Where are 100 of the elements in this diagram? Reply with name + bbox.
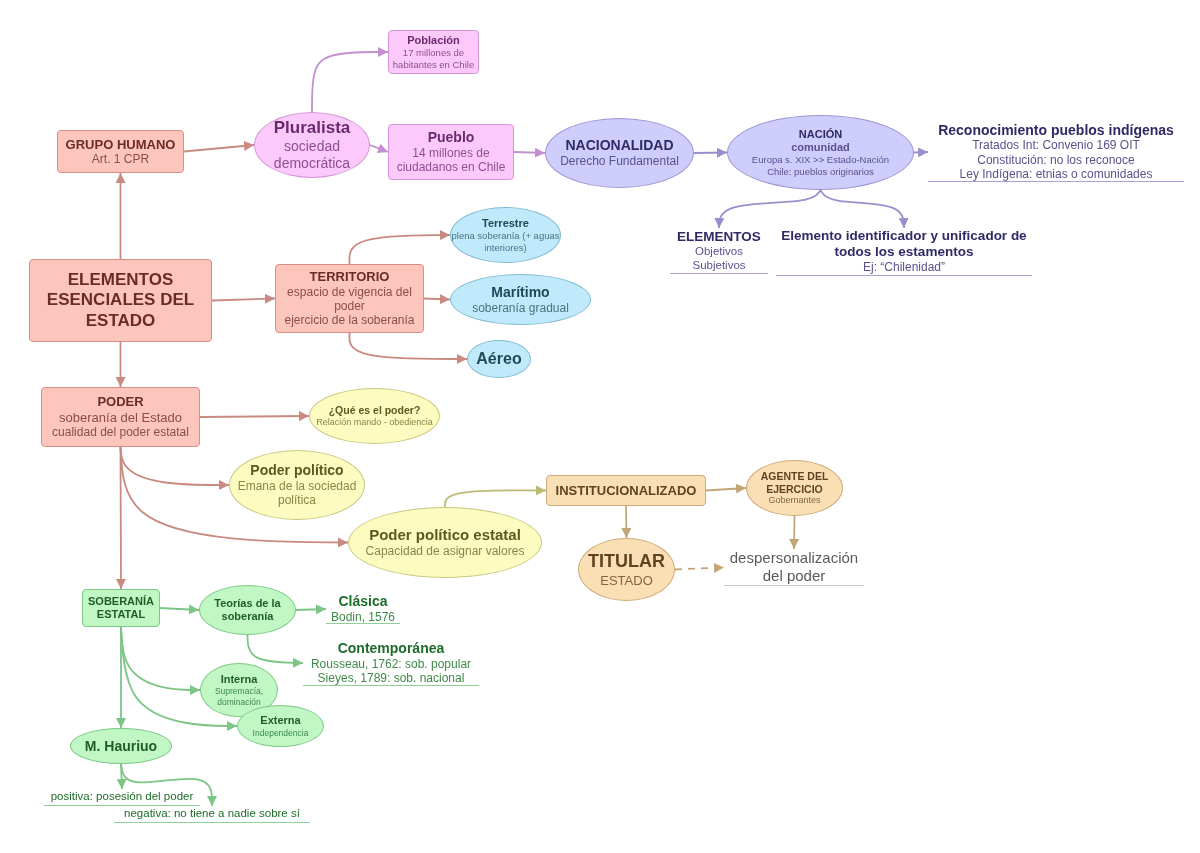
arrow <box>159 604 200 615</box>
node-text: plena soberanía (+ aguas interiores) <box>451 230 560 253</box>
node-heading: negativa: no tiene a nadie sobre sí <box>124 807 300 821</box>
node-text: Art. 1 CPR <box>91 152 150 167</box>
node-text: soberanía del Estado <box>59 409 182 426</box>
node-text: sociedad democrática <box>272 138 352 172</box>
node-text: Bodin, 1576 <box>330 609 396 625</box>
node-text: Constitución: no los reconoce <box>977 152 1135 168</box>
arrow <box>183 140 255 153</box>
arrow <box>693 147 728 158</box>
node-text: Rousseau, 1762: sob. popular <box>310 656 472 671</box>
node-heading: Clásica <box>338 592 388 610</box>
node-heading: Poder político estatal <box>369 526 521 545</box>
arrow <box>513 147 546 158</box>
node-heading: Pueblo <box>427 129 475 146</box>
underlined-text <box>303 640 479 686</box>
arrow <box>819 189 909 229</box>
node-text: comunidad <box>791 141 850 155</box>
node-heading: Contemporánea <box>337 639 445 657</box>
node-text: soberanía gradual <box>472 300 569 316</box>
node-heading: Elemento identificador y unificador de todos los estamentos <box>780 228 1028 261</box>
node-heading: Terrestre <box>482 217 529 231</box>
arrow <box>115 341 126 388</box>
node-heading: Interna <box>220 673 258 687</box>
node-heading: ELEMENTOS <box>677 228 761 245</box>
arrow <box>311 47 389 113</box>
node-heading: GRUPO HUMANO <box>65 136 176 153</box>
concept-box <box>41 387 200 447</box>
node-heading: Pluralista <box>273 118 351 139</box>
node-text: ESTADO <box>600 572 653 589</box>
node-heading: ¿Qué es el poder? <box>328 404 421 417</box>
node-text: Subjetivos <box>692 258 746 273</box>
node-heading: PODER <box>97 394 144 410</box>
node-heading: TERRITORIO <box>309 269 390 285</box>
arrow <box>211 293 276 304</box>
node-heading: NACIÓN <box>798 127 843 142</box>
node-text: 17 millones de habitantes en Chile <box>391 47 476 70</box>
concept-box <box>29 259 212 342</box>
node-text: Europa s. XIX >> Estado-Nación <box>751 154 890 166</box>
node-heading: AGENTE DEL EJERCICIO <box>759 470 830 496</box>
arrow <box>423 294 451 305</box>
node-heading: TITULAR <box>588 550 665 573</box>
arrow <box>116 626 126 729</box>
concept-box <box>388 124 514 180</box>
arrow <box>913 147 929 158</box>
node-text: Emana de la sociedad política <box>236 479 358 508</box>
node-text: Ley Indígena: etnias o comunidades <box>959 167 1153 182</box>
node-text: Tratados Int: Convenio 169 OIT <box>972 138 1140 153</box>
node-heading: Externa <box>260 714 301 728</box>
node-heading: despersonalización del poder <box>728 549 860 585</box>
node-heading: NACIONALIDAD <box>565 137 674 155</box>
node-heading: INSTITUCIONALIZADO <box>555 482 697 499</box>
arrow <box>115 446 126 590</box>
node-heading: SOBERANÍA ESTATAL <box>87 594 155 622</box>
concept-box <box>57 130 184 173</box>
node-heading: Aéreo <box>476 349 522 369</box>
node-text: Chile: pueblos originarios <box>767 165 874 178</box>
arrow <box>348 332 468 364</box>
arrow <box>120 763 217 807</box>
underlined-text <box>44 789 200 806</box>
concept-box <box>388 30 479 74</box>
node-text: Independencia <box>252 727 309 738</box>
concept-box <box>546 475 706 506</box>
node-text: Sieyes, 1789: sob. nacional <box>317 670 465 686</box>
arrow <box>621 505 632 539</box>
concept-box <box>275 264 424 333</box>
node-heading: Teorías de la soberanía <box>213 596 282 624</box>
arrow <box>246 634 304 668</box>
underlined-text <box>114 806 310 823</box>
arrow <box>348 230 451 265</box>
node-text: cualidad del poder estatal <box>52 425 189 440</box>
node-heading: Marítimo <box>491 283 550 301</box>
node-text: Supremacía, dominación <box>213 686 265 707</box>
node-text: ejercicio de la soberanía <box>284 313 415 328</box>
node-heading: Poder político <box>250 462 344 479</box>
arrow <box>705 483 747 494</box>
underlined-text <box>928 122 1184 182</box>
arrow <box>115 172 126 260</box>
arrow <box>444 485 547 508</box>
arrow <box>714 189 822 229</box>
node-heading: Población <box>407 34 460 48</box>
node-text: Derecho Fundamental <box>560 154 679 169</box>
node-heading: Reconocimiento pueblos indígenas <box>938 121 1174 139</box>
node-text: Ej: “Chilenidad” <box>862 260 945 275</box>
arrow <box>674 562 725 573</box>
underlined-text <box>326 594 400 624</box>
node-text: Relación mando - obediencia <box>316 416 433 428</box>
node-heading: M. Hauriuo <box>84 737 158 755</box>
underlined-text <box>776 228 1032 276</box>
node-text: Capacidad de asignar valores <box>365 544 525 559</box>
node-heading: positiva: posesión del poder <box>50 790 194 804</box>
arrow <box>789 515 800 550</box>
arrow <box>119 446 349 548</box>
arrow <box>295 604 327 615</box>
node-text: 14 millones de ciudadanos en Chile <box>395 146 507 175</box>
node-heading: ELEMENTOS ESENCIALES DEL ESTADO <box>45 269 196 332</box>
node-text: Gobernantes <box>768 495 821 506</box>
arrow <box>199 411 310 422</box>
arrow <box>369 143 389 154</box>
node-text: Objetivos <box>695 244 743 259</box>
